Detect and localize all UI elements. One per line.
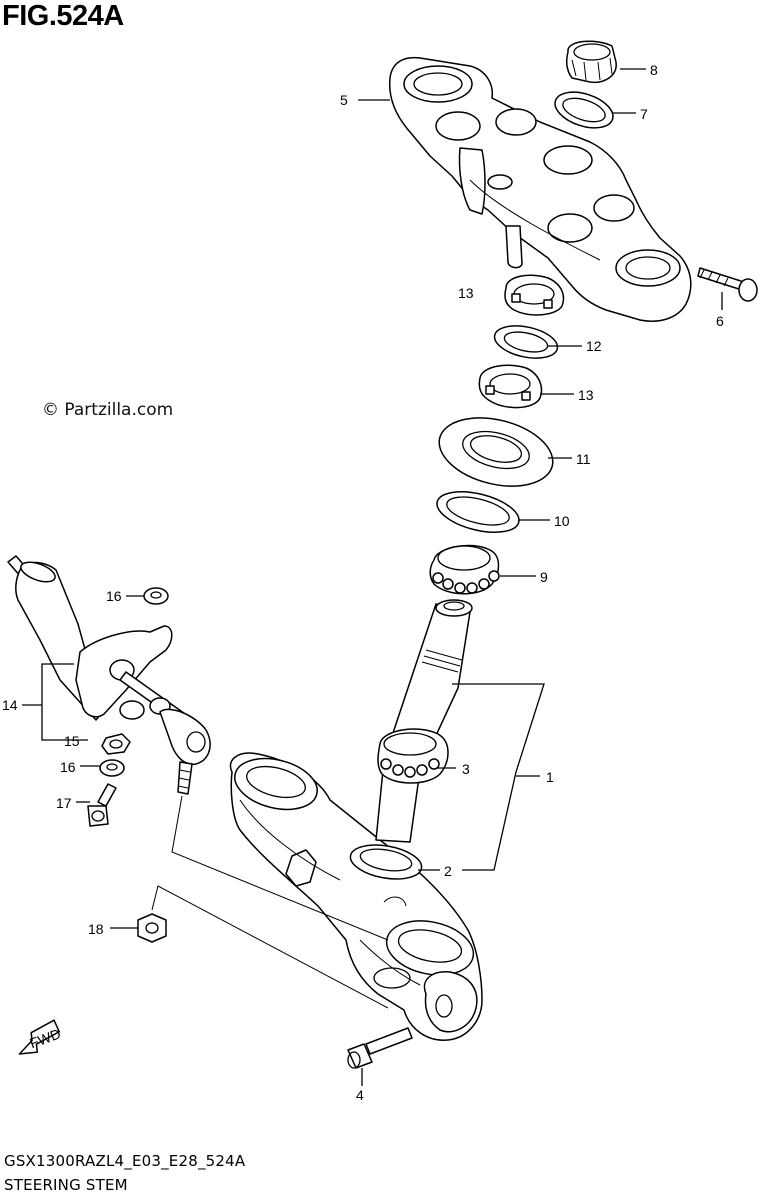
washer-16-upper[interactable] <box>143 587 169 605</box>
washer-7[interactable] <box>551 86 618 135</box>
callout-17[interactable]: 17 <box>56 795 72 811</box>
lock-nut-13-upper[interactable] <box>504 274 565 316</box>
callout-5[interactable]: 5 <box>340 92 348 108</box>
model-code: GSX1300RAZL4_E03_E28_524A <box>4 1152 246 1170</box>
nut-18[interactable] <box>137 913 167 943</box>
callout-6[interactable]: 6 <box>716 313 724 329</box>
leader-lines <box>22 68 723 1086</box>
callout-18[interactable]: 18 <box>88 921 104 937</box>
callout-7[interactable]: 7 <box>640 106 648 122</box>
callout-3[interactable]: 3 <box>462 761 470 777</box>
section-name: STEERING STEM <box>4 1176 128 1194</box>
bolt-4[interactable] <box>347 1027 413 1069</box>
callout-1[interactable]: 1 <box>546 769 554 785</box>
seal-10[interactable] <box>433 484 523 539</box>
callout-11[interactable]: 11 <box>576 451 591 467</box>
bearing-9[interactable] <box>429 544 500 595</box>
washer-16-lower[interactable] <box>99 759 125 777</box>
bearing-3[interactable] <box>377 728 449 784</box>
callout-16-upper[interactable]: 16 <box>106 588 122 604</box>
callout-16-lower[interactable]: 16 <box>60 759 76 775</box>
callout-10[interactable]: 10 <box>554 513 570 529</box>
watermark: © Partzilla.com <box>42 400 174 420</box>
forward-arrow-icon: FWD <box>18 1019 63 1055</box>
callout-15[interactable]: 15 <box>64 733 80 749</box>
steering-damper-14[interactable] <box>7 555 211 795</box>
callout-13-upper[interactable]: 13 <box>458 285 474 301</box>
callout-14[interactable]: 14 <box>2 697 18 713</box>
callout-13-lower[interactable]: 13 <box>578 387 594 403</box>
callout-2[interactable]: 2 <box>444 863 452 879</box>
steering-nut-8[interactable] <box>566 40 617 84</box>
lock-nut-13-lower[interactable] <box>478 364 543 409</box>
washer-12[interactable] <box>492 321 561 364</box>
fwd-label: FWD <box>27 1025 62 1051</box>
dust-seal-11[interactable] <box>432 407 560 497</box>
figure-title: FIG.524A <box>2 0 124 32</box>
callout-9[interactable]: 9 <box>540 569 548 585</box>
upper-bracket[interactable] <box>388 56 692 322</box>
lower-bracket-stem[interactable] <box>229 599 483 1041</box>
nut-15[interactable] <box>101 733 131 755</box>
bolt-17[interactable] <box>87 783 117 827</box>
callout-8[interactable]: 8 <box>650 62 658 78</box>
callout-12[interactable]: 12 <box>586 338 602 354</box>
bolt-6[interactable] <box>697 267 758 302</box>
callout-4[interactable]: 4 <box>356 1087 364 1103</box>
